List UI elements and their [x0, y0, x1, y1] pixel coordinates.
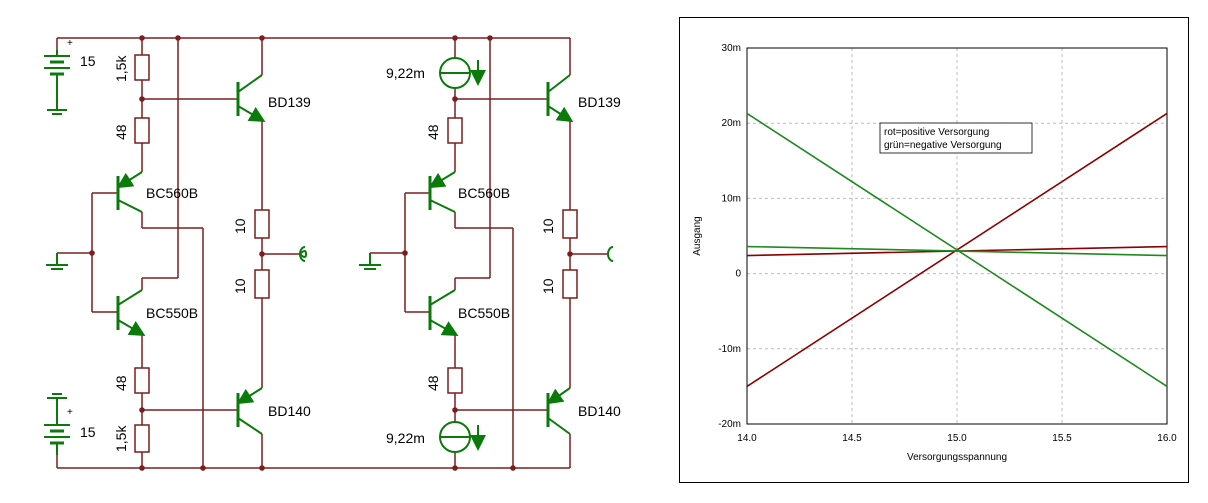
supply-voltage-bottom: 15	[80, 424, 96, 440]
resistor-10-bottom	[254, 269, 270, 299]
series-line-green-3	[746, 245, 1168, 257]
y-tick-label: 0	[735, 269, 741, 280]
right-resistors	[447, 117, 578, 394]
y-tick-label: 30m	[722, 43, 741, 54]
x-tick-label: 14.0	[737, 433, 757, 444]
ground-left-bottom	[47, 393, 67, 399]
transistor-label-bd139-right: BD139	[578, 94, 621, 110]
transistor-bc550b-left	[116, 289, 146, 337]
transistor-bc560b-right	[428, 171, 456, 213]
transistor-bd139-left	[236, 74, 266, 123]
battery-top	[44, 50, 70, 110]
series-group	[746, 112, 1168, 388]
x-tick-label: 15.5	[1052, 433, 1072, 444]
left-resistors	[134, 54, 270, 453]
ground-right-mid	[359, 253, 381, 270]
left-components	[44, 50, 70, 455]
resistor-label-10-top-left: 10	[232, 218, 248, 234]
x-axis-ticks: 14.0 14.5 15.0 15.5 16.0	[737, 433, 1177, 444]
grid	[746, 47, 1168, 425]
plus-sign-top: +	[67, 38, 73, 49]
resistor-10-top-right	[562, 209, 578, 239]
supply-voltage-top: 15	[80, 53, 96, 69]
y-tick-label: -10m	[718, 344, 741, 355]
transistor-bd140-left	[236, 387, 263, 435]
resistor-label-48-top: 48	[113, 124, 129, 140]
transistor-bd139-right	[546, 74, 574, 123]
legend-box	[879, 122, 1033, 154]
plot-area	[746, 47, 1168, 425]
transistor-label-bc550b-left: BC550B	[146, 305, 198, 321]
resistor-10-bottom-right	[562, 269, 578, 299]
current-label-bottom: 9,22m	[386, 430, 425, 446]
resistor-label-1k5-bottom: 1,5k	[113, 425, 129, 452]
resistor-1k5-top	[134, 54, 150, 81]
x-tick-label: 16.0	[1157, 433, 1177, 444]
left-wires	[56, 37, 570, 469]
transistor-label-bd140-left: BD140	[268, 403, 311, 419]
right-transistors	[428, 74, 614, 435]
circuit-schematic: + 15 + 15 1,5k 48 48 1,5k BC560B BC550B …	[44, 35, 621, 471]
transistor-label-bd140-right: BD140	[578, 403, 621, 419]
battery-bottom	[44, 398, 70, 455]
resistor-label-48-top-right: 48	[425, 124, 441, 140]
current-source-bottom	[439, 421, 486, 453]
y-tick-label: 20m	[722, 118, 741, 129]
right-components	[359, 57, 486, 453]
transistor-bc560b-left	[116, 171, 143, 213]
resistor-1k5-bottom	[134, 424, 150, 453]
y-tick-label: -20m	[718, 419, 741, 430]
legend: rot=positive Versorgung grün=negative Ve…	[879, 122, 1033, 154]
left-junctions	[89, 35, 265, 471]
resistor-10-top	[254, 209, 270, 239]
left-labels: + 15 + 15 1,5k 48 48 1,5k BC560B BC550B …	[67, 38, 311, 452]
right-circuit: 9,22m 9,22m 48 48 BC560B BC550B BD139 BD…	[359, 35, 621, 471]
transistor-label-bd139-left: BD139	[268, 94, 311, 110]
resistor-48-top-right	[447, 117, 463, 144]
transistor-label-bc560b-right: BC560B	[458, 185, 510, 201]
transistor-label-bc560b-left: BC560B	[146, 185, 198, 201]
x-tick-label: 15.0	[947, 433, 967, 444]
legend-entry-red: rot=positive Versorgung	[884, 127, 989, 138]
current-source-top	[439, 57, 486, 89]
resistor-label-48-bottom-right: 48	[425, 375, 441, 391]
right-junctions	[402, 35, 573, 471]
resistor-label-1k5-top: 1,5k	[113, 55, 129, 82]
resistor-48-top	[134, 117, 150, 144]
resistor-48-bottom	[134, 367, 150, 394]
y-tick-label: 10m	[722, 193, 741, 204]
resistor-label-48-bottom: 48	[113, 375, 129, 391]
series-line-green-2	[746, 112, 1168, 388]
transistor-label-bc550b-right: BC550B	[458, 305, 510, 321]
resistor-label-10-bottom-right: 10	[540, 278, 556, 294]
legend-entry-green: grün=negative Versorgung	[884, 140, 1002, 151]
ground-left-mid	[46, 253, 68, 270]
resistor-label-10-top-right: 10	[540, 218, 556, 234]
output-terminal-right	[607, 246, 614, 262]
x-tick-label: 14.5	[842, 433, 862, 444]
resistor-48-bottom-right	[447, 367, 463, 394]
y-axis-ticks: 30m 20m 10m 0 -10m -20m	[718, 43, 741, 430]
resistor-label-10-bottom-left: 10	[232, 278, 248, 294]
ground-left-top	[47, 109, 67, 115]
plus-sign-bottom: +	[67, 407, 73, 418]
current-label-top: 9,22m	[386, 65, 425, 81]
transistor-bd140-right	[546, 387, 571, 435]
right-labels: 9,22m 9,22m 48 48 BC560B BC550B BD139 BD…	[386, 65, 621, 446]
transistor-bc550b-right	[428, 289, 459, 336]
left-transistors	[116, 74, 308, 435]
left-circuit: + 15 + 15 1,5k 48 48 1,5k BC560B BC550B …	[44, 35, 570, 471]
x-axis-label: Versorgungsspannung	[907, 452, 1007, 463]
output-terminal-left	[299, 250, 308, 258]
y-axis-label: Ausgang	[692, 216, 703, 255]
